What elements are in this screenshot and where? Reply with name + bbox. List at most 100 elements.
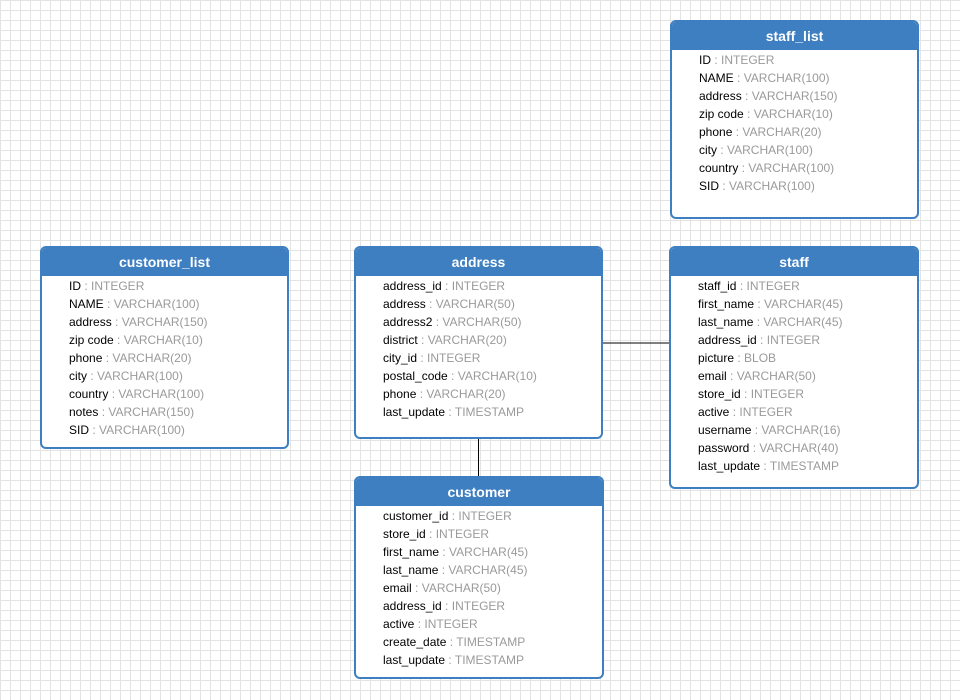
entity-title[interactable]: staff_list bbox=[672, 22, 917, 50]
field-row[interactable]: email : VARCHAR(50) bbox=[356, 579, 602, 597]
entity-title[interactable]: customer_list bbox=[42, 248, 287, 276]
field-row[interactable]: country : VARCHAR(100) bbox=[672, 159, 917, 177]
field-row[interactable]: address : VARCHAR(150) bbox=[42, 313, 287, 331]
field-name: first_name bbox=[383, 545, 440, 559]
field-type: VARCHAR(10) bbox=[753, 107, 833, 121]
field-row[interactable]: postal_code : VARCHAR(10) bbox=[356, 367, 601, 385]
field-type: VARCHAR(10) bbox=[457, 369, 537, 383]
field-row[interactable]: store_id : INTEGER bbox=[671, 385, 917, 403]
field-type: VARCHAR(20) bbox=[426, 387, 506, 401]
field-type: INTEGER bbox=[451, 599, 506, 613]
field-name: notes bbox=[69, 405, 99, 419]
field-row[interactable]: password : VARCHAR(40) bbox=[671, 439, 917, 457]
field-row[interactable]: SID : VARCHAR(100) bbox=[672, 177, 917, 195]
field-row[interactable]: phone : VARCHAR(20) bbox=[672, 123, 917, 141]
field-name: SID bbox=[699, 179, 720, 193]
field-row[interactable]: city : VARCHAR(100) bbox=[42, 367, 287, 385]
field-row[interactable]: address : VARCHAR(50) bbox=[356, 295, 601, 313]
field-row[interactable]: address : VARCHAR(150) bbox=[672, 87, 917, 105]
field-row[interactable]: username : VARCHAR(16) bbox=[671, 421, 917, 439]
field-type: VARCHAR(50) bbox=[435, 297, 515, 311]
field-row[interactable]: ID : INTEGER bbox=[42, 277, 287, 295]
field-name: city bbox=[699, 143, 717, 157]
field-row[interactable]: picture : BLOB bbox=[671, 349, 917, 367]
field-row[interactable]: phone : VARCHAR(20) bbox=[356, 385, 601, 403]
field-row[interactable]: zip code : VARCHAR(10) bbox=[672, 105, 917, 123]
field-row[interactable]: active : INTEGER bbox=[671, 403, 917, 421]
field-type: VARCHAR(50) bbox=[736, 369, 816, 383]
field-type: VARCHAR(50) bbox=[442, 315, 522, 329]
field-row[interactable]: first_name : VARCHAR(45) bbox=[671, 295, 917, 313]
field-name: address2 bbox=[383, 315, 433, 329]
field-type: INTEGER bbox=[750, 387, 805, 401]
field-row[interactable]: city : VARCHAR(100) bbox=[672, 141, 917, 159]
entity-title[interactable]: staff bbox=[671, 248, 917, 276]
field-row[interactable]: staff_id : INTEGER bbox=[671, 277, 917, 295]
field-separator: : bbox=[441, 279, 452, 293]
field-separator: : bbox=[98, 405, 109, 419]
field-row[interactable]: first_name : VARCHAR(45) bbox=[356, 543, 602, 561]
field-row[interactable]: address_id : INTEGER bbox=[356, 277, 601, 295]
field-name: district bbox=[383, 333, 418, 347]
field-row[interactable]: NAME : VARCHAR(100) bbox=[42, 295, 287, 313]
field-name: active bbox=[698, 405, 730, 419]
field-name: last_name bbox=[383, 563, 439, 577]
field-row[interactable]: address_id : INTEGER bbox=[356, 597, 602, 615]
field-type: VARCHAR(20) bbox=[742, 125, 822, 139]
field-row[interactable]: last_update : TIMESTAMP bbox=[671, 457, 917, 475]
field-separator: : bbox=[103, 297, 114, 311]
field-name: username bbox=[698, 423, 752, 437]
field-row[interactable]: address2 : VARCHAR(50) bbox=[356, 313, 601, 331]
field-row[interactable]: district : VARCHAR(20) bbox=[356, 331, 601, 349]
field-row[interactable]: SID : VARCHAR(100) bbox=[42, 421, 287, 439]
field-row[interactable]: last_update : TIMESTAMP bbox=[356, 403, 601, 421]
field-row[interactable]: phone : VARCHAR(20) bbox=[42, 349, 287, 367]
field-separator: : bbox=[738, 161, 749, 175]
field-type: INTEGER bbox=[435, 527, 490, 541]
field-type: VARCHAR(45) bbox=[448, 563, 528, 577]
field-row[interactable]: zip code : VARCHAR(10) bbox=[42, 331, 287, 349]
field-row[interactable]: store_id : INTEGER bbox=[356, 525, 602, 543]
field-name: NAME bbox=[69, 297, 104, 311]
field-type: VARCHAR(45) bbox=[764, 297, 844, 311]
field-row[interactable]: last_update : TIMESTAMP bbox=[356, 651, 602, 669]
field-row[interactable]: last_name : VARCHAR(45) bbox=[671, 313, 917, 331]
field-name: customer_id bbox=[383, 509, 449, 523]
field-name: email bbox=[383, 581, 412, 595]
field-row[interactable]: email : VARCHAR(50) bbox=[671, 367, 917, 385]
field-row[interactable]: country : VARCHAR(100) bbox=[42, 385, 287, 403]
field-type: TIMESTAMP bbox=[454, 405, 524, 419]
field-row[interactable]: ID : INTEGER bbox=[672, 51, 917, 69]
field-row[interactable]: last_name : VARCHAR(45) bbox=[356, 561, 602, 579]
field-separator: : bbox=[717, 143, 728, 157]
field-separator: : bbox=[733, 71, 744, 85]
field-type: VARCHAR(100) bbox=[748, 161, 835, 175]
field-separator: : bbox=[414, 617, 425, 631]
field-separator: : bbox=[417, 333, 428, 347]
field-row[interactable]: NAME : VARCHAR(100) bbox=[672, 69, 917, 87]
field-separator: : bbox=[447, 369, 458, 383]
field-row[interactable]: create_date : TIMESTAMP bbox=[356, 633, 602, 651]
field-type: TIMESTAMP bbox=[769, 459, 839, 473]
field-row[interactable]: city_id : INTEGER bbox=[356, 349, 601, 367]
field-type: VARCHAR(10) bbox=[123, 333, 203, 347]
field-row[interactable]: address_id : INTEGER bbox=[671, 331, 917, 349]
field-separator: : bbox=[81, 279, 92, 293]
field-separator: : bbox=[417, 351, 428, 365]
entity-title[interactable]: address bbox=[356, 248, 601, 276]
field-separator: : bbox=[732, 125, 743, 139]
field-row[interactable]: active : INTEGER bbox=[356, 615, 602, 633]
field-type: VARCHAR(100) bbox=[729, 179, 815, 193]
field-type: VARCHAR(20) bbox=[427, 333, 507, 347]
field-type: VARCHAR(150) bbox=[751, 89, 838, 103]
field-name: last_update bbox=[698, 459, 761, 473]
entity-title[interactable]: customer bbox=[356, 478, 602, 506]
field-row[interactable]: notes : VARCHAR(150) bbox=[42, 403, 287, 421]
field-row[interactable]: customer_id : INTEGER bbox=[356, 507, 602, 525]
